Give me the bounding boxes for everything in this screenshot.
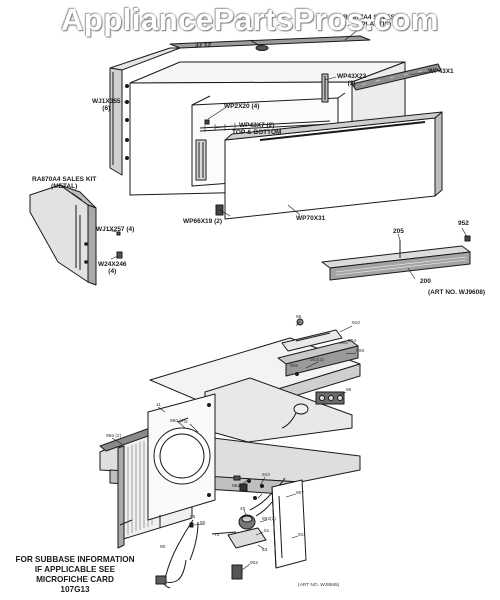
label-wj1x257: WJ1X257 (4) xyxy=(96,226,135,233)
label-wj1x355-line2: (6) xyxy=(102,105,111,112)
label-11: 11 xyxy=(156,403,161,408)
label-51: 51 xyxy=(264,529,270,534)
label-956: 956 (2) xyxy=(106,434,122,439)
filter-rail xyxy=(321,240,471,281)
label-ra877a4-kit: RA877A4 SALES KIT (PLASTIC) xyxy=(343,14,407,28)
label-53: 53 xyxy=(262,548,268,553)
label-90: 90 xyxy=(160,545,166,550)
label-ra870a4-line2: (METAL) xyxy=(51,183,78,190)
label-wp43x22-line1: WP43X22 xyxy=(337,73,367,80)
subbase-note: FOR SUBBASE INFORMATION IF APPLICABLE SE… xyxy=(6,555,144,595)
label-903: 903(2) xyxy=(310,358,324,363)
label-ra870a4-kit: RA870A4 SALES KIT (METAL) xyxy=(32,176,96,190)
label-205: 205 xyxy=(393,228,404,235)
label-wp43x7: WP43X7 (2) TOP & BOTTOM xyxy=(232,122,281,136)
front-panel xyxy=(224,63,443,220)
subbase-note-line3: MICROFICHE CARD xyxy=(36,575,114,584)
label-wp43x1: WP43X1 xyxy=(428,68,454,75)
leader-lines xyxy=(71,29,468,571)
label-wp2x20: WP2X20 (4) xyxy=(224,103,260,110)
label-95b: 95 xyxy=(346,388,352,393)
label-wp43x7-line2: TOP & BOTTOM xyxy=(232,129,282,136)
label-907: 907 xyxy=(296,491,305,496)
label-wp43x22: WP43X22 (2) xyxy=(337,73,366,87)
label-910b: 910 xyxy=(262,473,271,478)
label-73: 73 xyxy=(214,533,220,538)
label-wp66x19: WP66X19 (2) xyxy=(183,218,223,225)
label-wp43x7-line1: WP43X7 (2) xyxy=(239,122,275,129)
label-wp43x22-line2: (2) xyxy=(347,80,356,87)
label-906: 906 xyxy=(290,364,299,369)
chassis-assembly xyxy=(99,318,361,589)
label-art-no-lower: (ART NO. WJ9565) xyxy=(298,583,340,588)
subbase-note-line1: FOR SUBBASE INFORMATION xyxy=(15,555,135,564)
label-ra870a4-line1: RA870A4 SALES KIT xyxy=(32,176,97,183)
label-952: 952 xyxy=(458,220,469,227)
label-2: 2 xyxy=(185,420,188,425)
subbase-note-line4: 107G13 xyxy=(60,585,90,594)
label-910: 910 xyxy=(352,321,361,326)
label-w24x246-line1: W24X246 xyxy=(98,261,127,268)
label-ra877a4-line1: RA877A4 SALES KIT xyxy=(343,14,408,21)
label-wp70x31: WP70X31 xyxy=(296,215,326,222)
hardware-clips xyxy=(116,119,471,259)
label-wj1x355: WJ1X355 (6) xyxy=(92,98,121,112)
label-908: 908 xyxy=(356,349,365,354)
label-95: 95 xyxy=(296,315,302,320)
label-200: 200 xyxy=(420,278,431,285)
label-911: 911 xyxy=(298,533,306,538)
label-w24x246-line2: (4) xyxy=(108,268,117,275)
label-art-no-upper: (ART NO. WJ9608) xyxy=(428,289,486,296)
metal-side-kit xyxy=(29,184,97,286)
label-top-partial: 37 12 xyxy=(195,42,212,49)
rear-flange xyxy=(109,35,371,176)
label-w24x246: W24X246 (4) xyxy=(98,261,127,275)
label-904: 904 xyxy=(348,339,357,344)
label-953: 953 xyxy=(232,484,241,489)
subbase-note-line2: IF APPLICABLE SEE xyxy=(34,565,116,574)
label-95c: 95 xyxy=(190,515,196,520)
label-950: 950 (4) xyxy=(170,419,186,424)
label-902: 902 xyxy=(250,561,259,566)
label-40: 40 xyxy=(240,507,246,512)
label-50: 50 xyxy=(200,521,206,526)
label-wj1x355-line1: WJ1X355 xyxy=(92,98,121,105)
label-ra877a4-line2: (PLASTIC) xyxy=(359,21,392,28)
label-9522: 952(2) xyxy=(262,517,276,522)
